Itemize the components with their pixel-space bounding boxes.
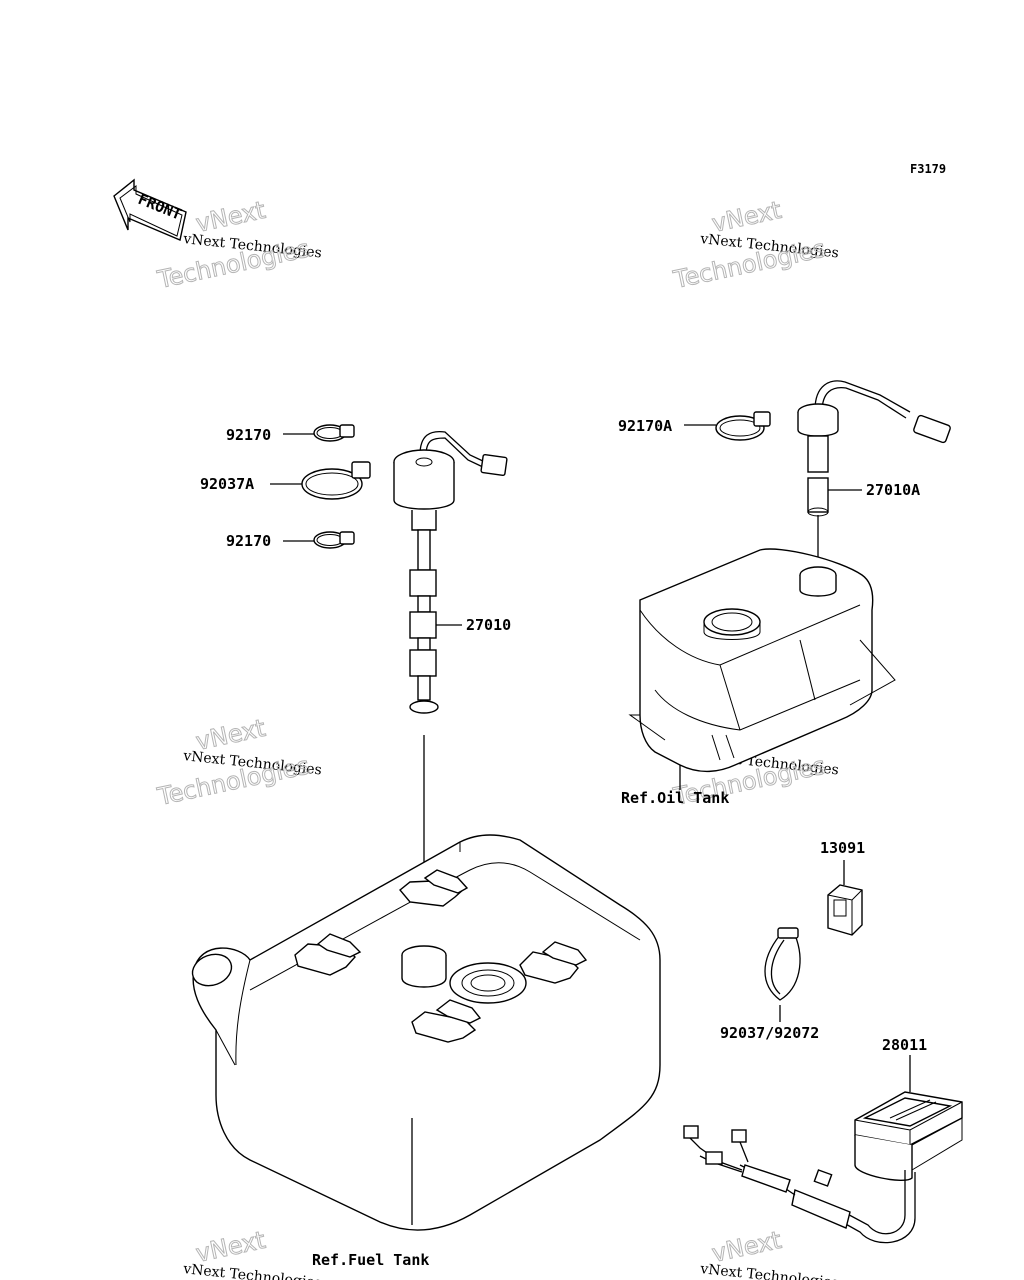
- part-number-92037a: 92037A: [200, 475, 254, 493]
- watermark-top-right: vNext vNext Technologies Technologies: [670, 195, 840, 294]
- watermark-text: vNext Technologies: [699, 1261, 840, 1280]
- meter-28011: [683, 1055, 963, 1244]
- front-arrow-icon: FRONT: [113, 178, 187, 241]
- watermark-bottom-right: vNext vNext Technologies: [699, 1225, 840, 1280]
- part-number-92170a: 92170A: [618, 417, 672, 435]
- ref-oil-tank: Ref.Oil Tank: [621, 789, 729, 807]
- watermark-mid-left: vNext vNext Technologies Technologies: [154, 713, 323, 811]
- part-number-92170-top: 92170: [226, 426, 271, 444]
- oil-level-sender-27010a: [797, 380, 951, 570]
- watermark-text: vNext: [709, 196, 783, 238]
- part-number-27010: 27010: [466, 616, 511, 634]
- part-number-92170-bottom: 92170: [226, 532, 271, 550]
- watermark-text: vNext: [193, 1226, 267, 1268]
- hose-clamp-92170-top: [313, 424, 355, 442]
- band-clamp-92037-92072: [764, 927, 801, 1022]
- oil-tank-reference: [628, 548, 896, 790]
- hose-clamp-92170-bottom: [313, 531, 355, 549]
- watermark-bottom-left: vNext vNext Technologies: [182, 1225, 323, 1280]
- ref-fuel-tank: Ref.Fuel Tank: [312, 1251, 429, 1269]
- hose-clamp-92170a: [715, 411, 771, 441]
- part-number-27010a: 27010A: [866, 481, 920, 499]
- part-number-13091: 13091: [820, 839, 865, 857]
- part-number-92037-92072: 92037/92072: [720, 1024, 819, 1042]
- figure-id: F3179: [910, 162, 946, 176]
- hose-clamp-92037a: [301, 461, 371, 500]
- watermark-text: vNext: [193, 196, 267, 238]
- fuel-tank-reference: [191, 834, 661, 1231]
- watermark-text: vNext Technologies: [182, 1261, 323, 1280]
- part-13091-holder: [827, 860, 863, 936]
- watermark-text: vNext: [709, 1226, 783, 1268]
- fuel-level-sender-27010: [393, 430, 508, 955]
- part-number-28011: 28011: [882, 1036, 927, 1054]
